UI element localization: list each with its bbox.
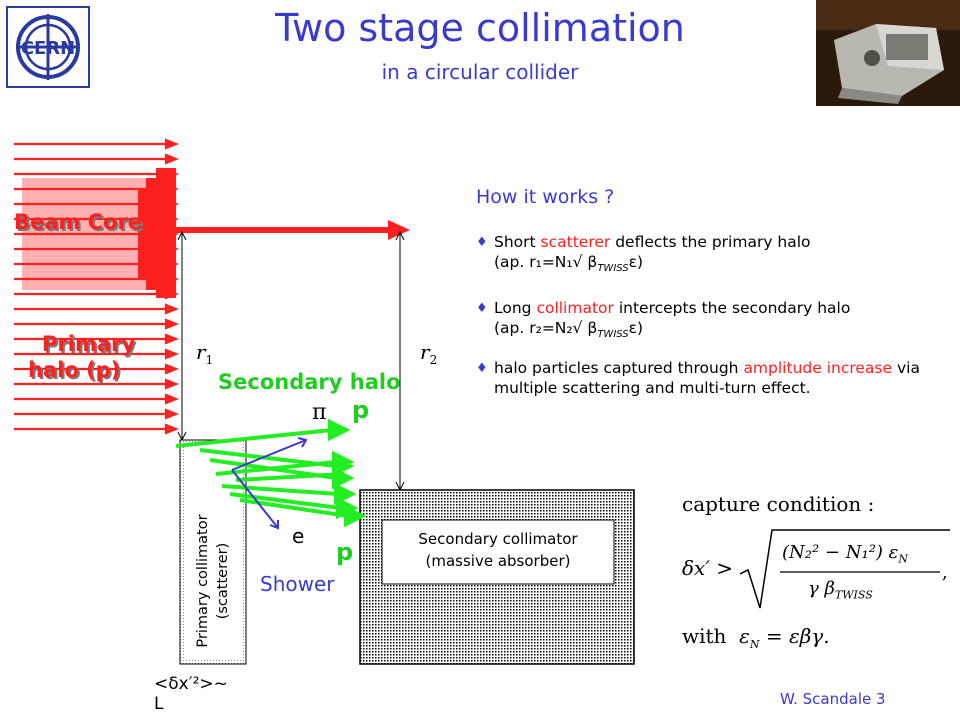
diamond-bullet-icon: ♦ xyxy=(476,235,488,250)
page-number: 3 xyxy=(876,690,886,708)
angular-spread-formula: <δx′²>~ L xyxy=(154,674,228,714)
halo-arrowhead xyxy=(164,138,179,150)
capture-condition-formula: capture condition : δx′ > (N₂² − N₁²) εN… xyxy=(682,492,952,652)
author-footer: W. Scandale 3 xyxy=(780,690,886,708)
halo-arrowhead xyxy=(164,183,179,195)
diamond-bullet-icon: ♦ xyxy=(476,301,488,316)
halo-arrowhead xyxy=(164,423,179,435)
halo-arrowhead xyxy=(164,303,179,315)
halo-arrowhead xyxy=(164,213,179,225)
collimator-photo-icon xyxy=(816,0,960,106)
secondary-halo-lines xyxy=(175,418,367,528)
e-label: e xyxy=(292,524,305,548)
capture-numerator: (N₂² − N₁²) εN xyxy=(782,542,908,566)
page-title: Two stage collimation xyxy=(275,6,685,50)
halo-arrowhead xyxy=(164,348,179,360)
halo-arrowhead xyxy=(164,228,179,240)
halo-arrowhead xyxy=(164,288,179,300)
halo-arrowhead xyxy=(164,243,179,255)
r1-label: r1 xyxy=(196,340,214,367)
secondary-halo-label: Secondary halo xyxy=(218,370,401,394)
page-subtitle: in a circular collider xyxy=(381,60,579,84)
halo-arrowhead xyxy=(164,318,179,330)
r1-dimension xyxy=(177,230,187,442)
bullet-collimator: ♦ Long collimator intercepts the seconda… xyxy=(476,299,851,341)
bullet-scatterer: ♦ Short scatterer deflects the primary h… xyxy=(476,233,811,275)
pi-label: π xyxy=(312,400,327,425)
halo-arrowhead xyxy=(164,168,179,180)
p-label-top: p xyxy=(352,396,370,424)
capture-with: with εN = εβγ. xyxy=(682,624,830,651)
sqrt-sign-icon xyxy=(740,529,950,609)
halo-arrowhead xyxy=(164,378,179,390)
secondary-collimator-label-box xyxy=(381,519,615,585)
halo-arrowhead xyxy=(164,153,179,165)
beam-core-label: Beam Core xyxy=(14,210,143,234)
logo-text: CERN xyxy=(21,38,75,59)
halo-arrowhead xyxy=(164,408,179,420)
primary-halo-label-2: halo (p) xyxy=(28,358,121,382)
halo-arrowhead xyxy=(164,363,179,375)
primary-halo-lines xyxy=(14,138,179,435)
how-it-works-title: How it works ? xyxy=(476,186,615,208)
r2-dimension xyxy=(395,230,405,492)
shower-label: Shower xyxy=(260,572,335,596)
primary-collimator-label: Primary collimator (scatterer) xyxy=(195,514,231,648)
halo-arrowhead xyxy=(164,198,179,210)
secondary-collimator-label: Secondary collimator (massive absorber) xyxy=(418,530,578,570)
diamond-bullet-icon: ♦ xyxy=(476,361,488,376)
beam-core-arrow xyxy=(176,220,410,240)
halo-arrowhead xyxy=(164,393,179,405)
halo-arrowhead xyxy=(164,258,179,270)
capture-denominator: γ βTWISS xyxy=(808,578,873,602)
primary-halo-label-1: Primary xyxy=(42,332,136,356)
capture-lhs: δx′ > xyxy=(682,556,733,580)
halo-arrowhead xyxy=(164,333,179,345)
bullet-amplitude: ♦ halo particles captured through amplit… xyxy=(476,359,920,397)
p-label-bottom: p xyxy=(336,538,354,566)
scatter-products xyxy=(231,437,308,530)
cern-logo-icon: CERN xyxy=(6,6,90,88)
capture-heading: capture condition : xyxy=(682,492,875,516)
halo-arrowhead xyxy=(164,273,179,285)
r2-label: r2 xyxy=(420,340,438,367)
